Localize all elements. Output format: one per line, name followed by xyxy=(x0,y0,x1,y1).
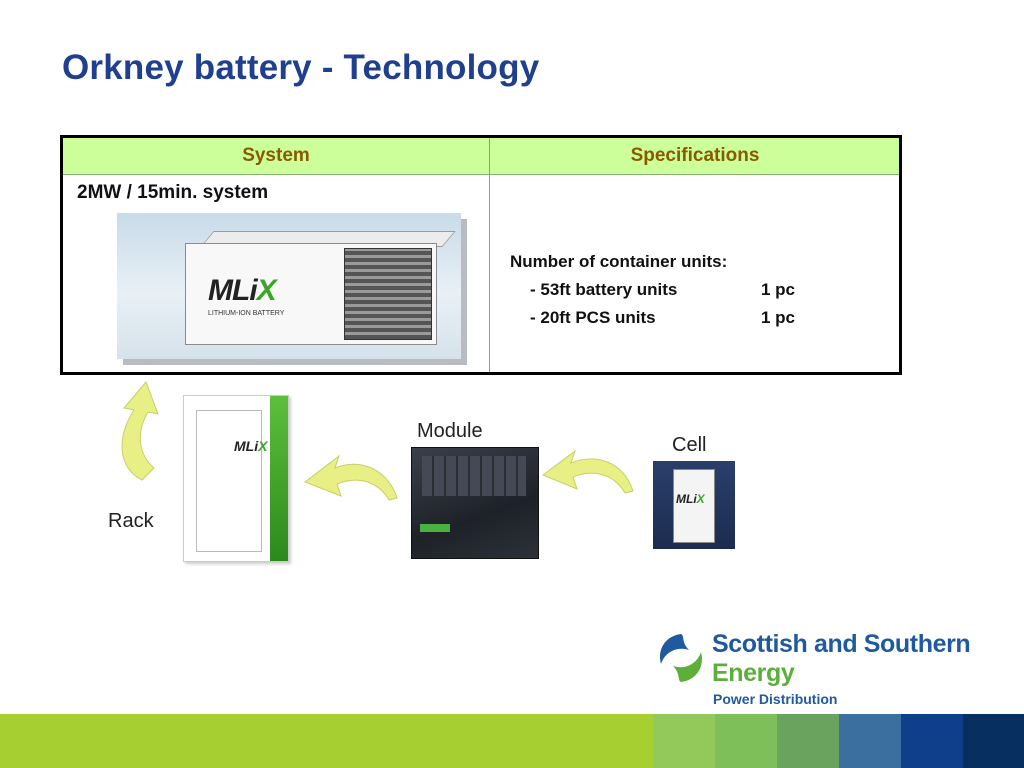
slide-title: Orkney battery - Technology xyxy=(62,48,540,87)
module-connector xyxy=(420,524,450,532)
curved-arrow-left-icon xyxy=(303,454,398,501)
container-logo: MLiX xyxy=(208,274,277,307)
battery-container: MLiX LITHIUM-ION BATTERY xyxy=(185,243,437,345)
curved-arrow-up-icon xyxy=(121,381,159,481)
rack-image: MLiX xyxy=(183,395,289,562)
rack-door xyxy=(196,410,262,552)
brand-name-line2: Energy xyxy=(712,659,795,687)
spec-heading: Number of container units: xyxy=(510,252,728,271)
sse-logo-icon xyxy=(659,634,703,682)
system-label: 2MW / 15min. system xyxy=(77,182,269,203)
table-header-row: System Specifications xyxy=(63,138,899,175)
footer-segment xyxy=(715,714,777,768)
column-divider xyxy=(489,138,490,372)
spec-block: Number of container units: - 53ft batter… xyxy=(510,252,795,328)
rack-label: Rack xyxy=(108,510,154,532)
cell-image: MLiX xyxy=(653,461,735,549)
spec-row: - 20ft PCS units 1 pc xyxy=(510,300,795,328)
module-image xyxy=(411,447,539,559)
container-logo-subtitle: LITHIUM-ION BATTERY xyxy=(208,310,285,317)
spec-row: - 53ft battery units 1 pc xyxy=(510,272,795,300)
module-label: Module xyxy=(417,420,483,442)
footer-segment xyxy=(901,714,963,768)
rack-side-panel xyxy=(270,396,288,561)
curved-arrow-left-icon xyxy=(541,449,634,494)
rack-logo: MLiX xyxy=(234,438,268,454)
spec-row-name: - 20ft PCS units xyxy=(530,308,656,327)
spec-row-name: - 53ft battery units xyxy=(530,280,678,299)
spec-row-qty: 1 pc xyxy=(761,308,796,327)
battery-racks xyxy=(344,248,432,340)
spec-table: System Specifications 2MW / 15min. syste… xyxy=(60,135,902,375)
cell-body: MLiX xyxy=(673,469,715,543)
footer-segment xyxy=(0,714,653,768)
footer-color-bar xyxy=(0,714,1024,768)
brand-name-line1: Scottish and Southern xyxy=(712,630,971,658)
cell-logo: MLiX xyxy=(676,492,705,506)
spec-row-qty: 1 pc xyxy=(761,280,796,299)
footer-segment xyxy=(653,714,715,768)
footer-segment xyxy=(839,714,901,768)
footer-segment xyxy=(777,714,839,768)
footer-segment xyxy=(963,714,1024,768)
module-top-grid xyxy=(422,456,526,496)
container-image: MLiX LITHIUM-ION BATTERY xyxy=(117,213,461,359)
header-system: System xyxy=(242,145,310,166)
header-specifications: Specifications xyxy=(630,145,760,166)
cell-label: Cell xyxy=(672,434,707,456)
brand-division: Power Distribution xyxy=(713,691,838,707)
